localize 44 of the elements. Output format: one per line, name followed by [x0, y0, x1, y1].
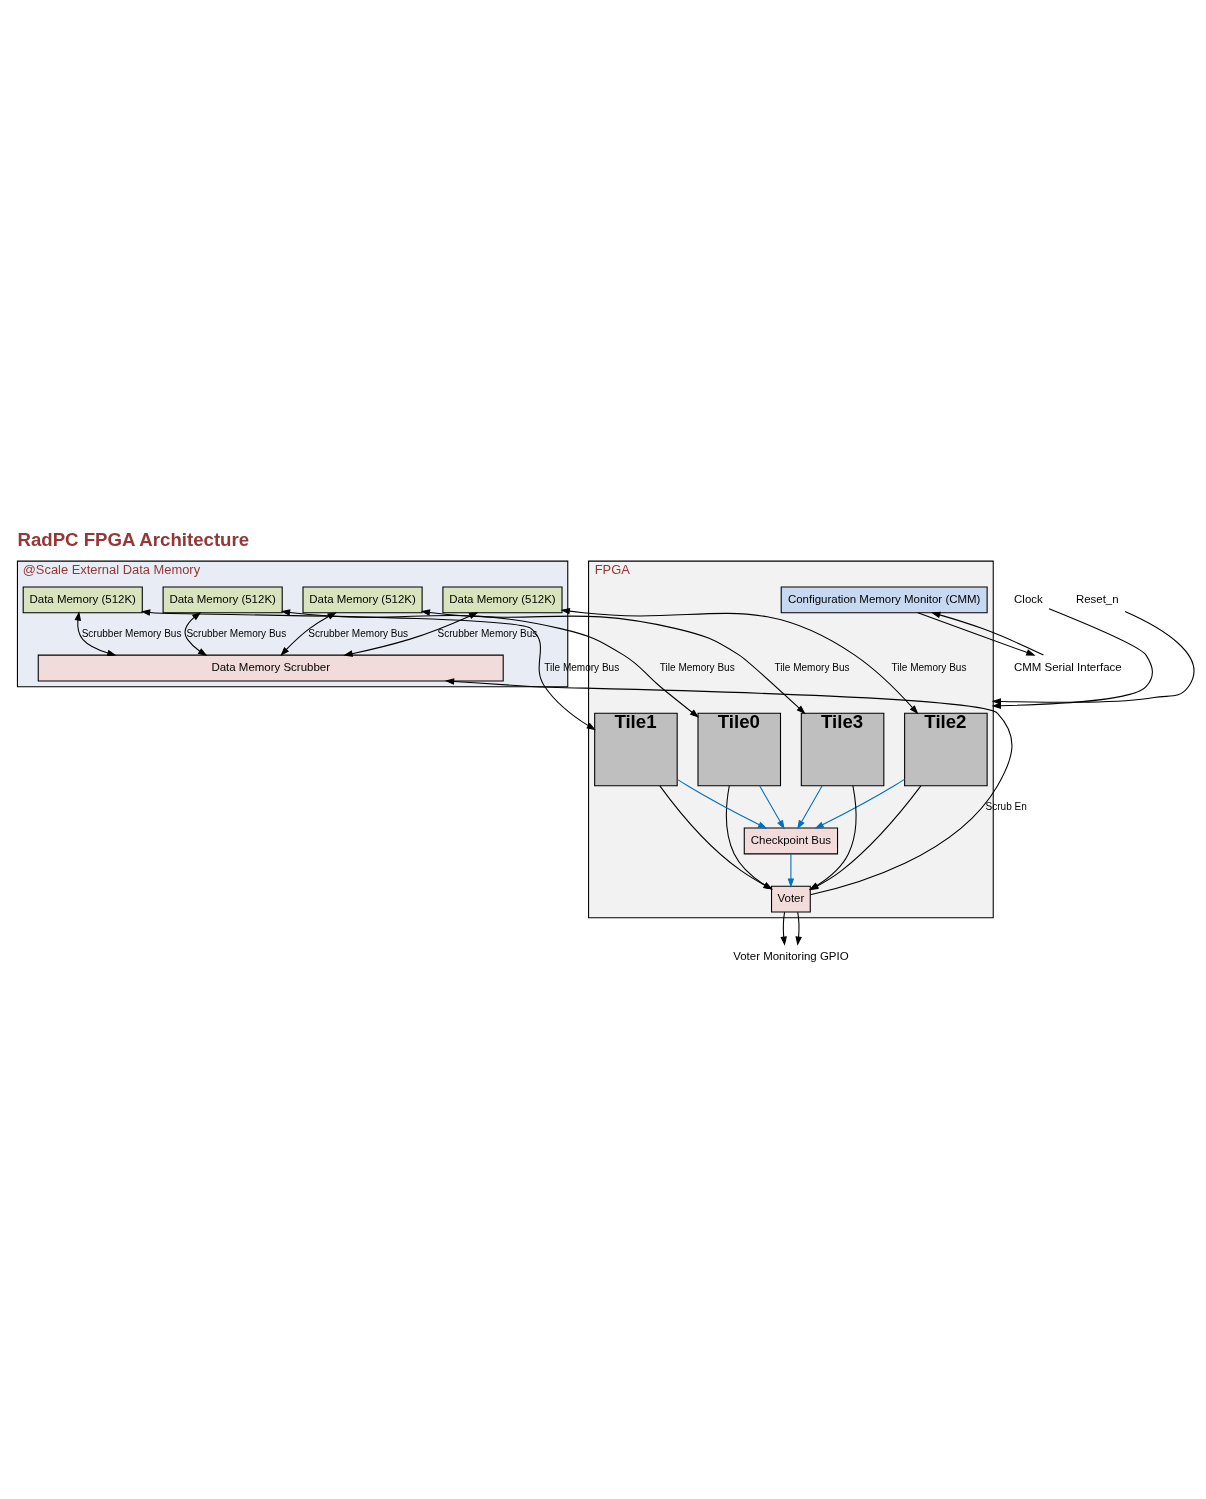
- edge-label: Scrubber Memory Bus: [186, 627, 287, 639]
- arrow: [797, 785, 823, 830]
- arrow: [420, 609, 806, 715]
- node-text: CMM Serial Interface: [1014, 660, 1122, 673]
- node-box: Data Memory Scrubber: [37, 654, 504, 682]
- arrow: [343, 612, 479, 657]
- edge-label: Tile Memory Bus: [891, 661, 967, 673]
- arrow: [659, 785, 773, 890]
- arrow: [931, 611, 1044, 656]
- edge-label: Tile Memory Bus: [659, 661, 735, 673]
- arrow: [759, 785, 785, 830]
- arrow: [795, 911, 802, 946]
- node-box: Data Memory (512K): [22, 586, 143, 614]
- arrow: [280, 609, 700, 718]
- arrow: [444, 678, 1013, 896]
- node-box: Data Memory (512K): [442, 586, 563, 614]
- arrow: [787, 853, 795, 888]
- edge-label: Scrubber Memory Bus: [308, 627, 409, 639]
- edge-label: Scrubber Memory Bus: [437, 627, 538, 639]
- node-text: Clock: [1014, 592, 1043, 605]
- node-box: Data Memory (512K): [162, 586, 283, 614]
- arrow: [814, 778, 905, 829]
- node-box: Tile1: [594, 712, 678, 787]
- node-text: Reset_n: [1075, 592, 1119, 605]
- node-box: Tile2: [904, 712, 988, 787]
- arrow: [917, 612, 1036, 656]
- arrow: [991, 608, 1153, 709]
- edge-label: Tile Memory Bus: [774, 661, 850, 673]
- arrow: [780, 911, 787, 946]
- node-text: Voter Monitoring GPIO: [733, 949, 849, 962]
- arrow: [280, 612, 337, 657]
- node-box: Voter: [771, 885, 811, 913]
- node-box: Tile3: [800, 712, 885, 787]
- arrow: [676, 778, 768, 829]
- node-box: Checkpoint Bus: [743, 827, 839, 855]
- diagram-title: RadPC FPGA Architecture: [17, 528, 250, 550]
- arrow: [74, 611, 117, 657]
- node-box: Tile0: [697, 712, 782, 787]
- arrow: [560, 607, 919, 715]
- arrow: [991, 611, 1195, 705]
- edge-label: Scrubber Memory Bus: [81, 627, 182, 639]
- node-box: Data Memory (512K): [302, 586, 423, 614]
- node-box: Configuration Memory Monitor (CMM): [780, 586, 988, 614]
- arrow: [725, 785, 773, 890]
